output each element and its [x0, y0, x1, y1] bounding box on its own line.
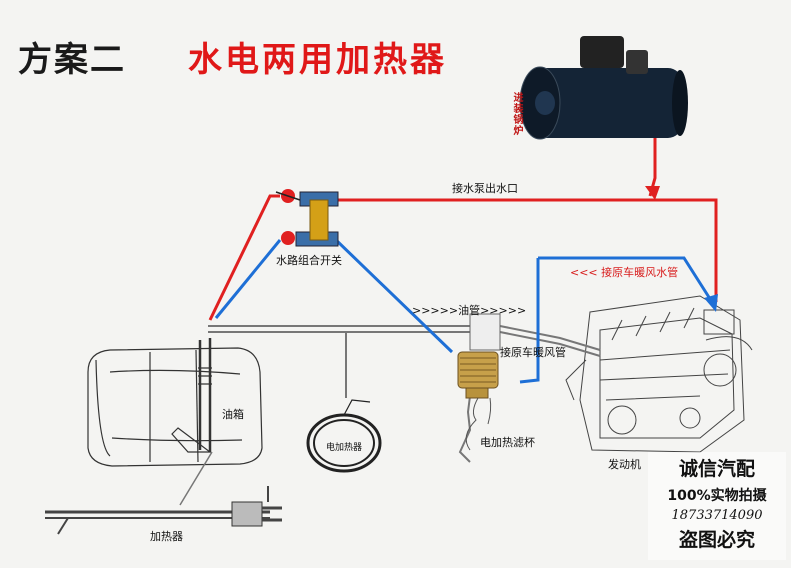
engine-drawing — [565, 295, 753, 453]
heater-pipe-label: 接原车暖风管 — [500, 346, 566, 359]
filter-cup-label: 电加热滤杯 — [480, 436, 535, 449]
watermark-box: 诚信汽配 100%实物拍摄 18733714090 盗图必究 — [648, 452, 786, 560]
original-heater-pipe-label: <<< 接原车暖风水管 — [570, 266, 679, 279]
fuel-tank-drawing — [87, 338, 263, 467]
filter-cup-drawing — [457, 313, 501, 399]
boiler-label: 进装锅炉 — [511, 92, 522, 136]
watermark-real-photo: 100%实物拍摄 — [667, 488, 767, 504]
cold-water-line — [214, 238, 718, 384]
watermark-shop: 诚信汽配 — [678, 458, 755, 480]
watermark-warning: 盗图必究 — [678, 529, 755, 551]
pump-outlet-label: 接水泵出水口 — [452, 182, 518, 195]
fuel-pipe-label: >>>>>油管>>>>> — [412, 304, 527, 317]
fuel-tank-label: 油箱 — [222, 408, 244, 421]
coil-heater-label: 电加热器 — [326, 443, 363, 453]
coil-heater-drawing — [306, 399, 382, 473]
boiler-drawing — [519, 36, 688, 140]
watermark-phone: 18733714090 — [671, 508, 763, 523]
valve-combo-label: 水路组合开关 — [276, 254, 342, 267]
valve-combo-drawing — [275, 189, 339, 247]
engine-label: 发动机 — [608, 458, 641, 471]
hot-water-line — [208, 128, 718, 321]
wire-lines — [465, 397, 492, 451]
heater-rod-drawing — [45, 486, 282, 535]
page-title: 方案二 — [18, 40, 126, 80]
heater-rod-label: 加热器 — [150, 530, 183, 543]
page-subtitle: 水电两用加热器 — [188, 40, 447, 80]
fuel-pipes — [179, 325, 601, 506]
